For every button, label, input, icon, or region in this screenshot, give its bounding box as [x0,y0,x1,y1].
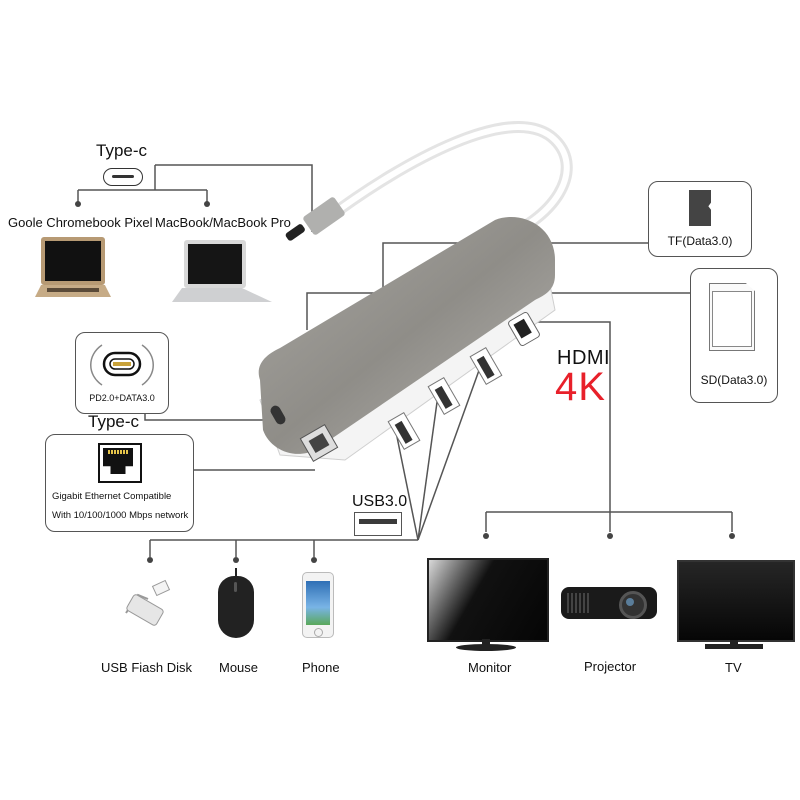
input-type-c-title: Type-c [96,141,148,160]
tf-label: TF(Data3.0) [667,234,733,248]
monitor-icon [427,558,549,652]
sd-card-box: SD(Data3.0) [690,268,778,403]
pd-port-box: PD2.0+DATA3.0 [75,332,169,414]
sd-label: SD(Data3.0) [700,373,768,387]
usb-c-reversible-icon [90,344,154,386]
ethernet-line1: Gigabit Ethernet Compatible [52,491,172,502]
device-label-monitor: Monitor [468,660,512,675]
device-label-projector: Projector [584,659,637,674]
device-label-tv: TV [725,660,742,675]
laptop-icon [172,240,277,308]
microsd-card-icon [689,190,711,226]
projector-icon [561,583,659,625]
device-label-macbook: MacBook/MacBook Pro [155,215,291,230]
device-label-chromebook: Goole Chromebook Pixel [8,215,153,230]
pd-caption: PD2.0+DATA3.0 [89,393,155,403]
tv-icon [677,560,795,652]
hdmi-4k-badge: 4K [555,365,606,409]
usb3-title: USB3.0 [352,493,408,510]
sd-card-icon [709,283,755,351]
device-label-phone: Phone [302,660,340,675]
ethernet-box: Gigabit Ethernet Compatible With 10/100/… [45,434,194,532]
laptop-icon [35,237,115,307]
usb-a-port-icon [354,512,402,536]
usb-c-port-icon [103,168,143,186]
ethernet-line2: With 10/100/1000 Mbps network [52,510,189,521]
mouse-icon [215,568,257,640]
pd-type-c-title: Type-c [88,412,140,431]
hdmi-title: HDMI [557,347,611,369]
device-label-mouse: Mouse [219,660,259,675]
usb-c-hub-device [255,110,585,480]
tf-card-box: TF(Data3.0) [648,181,752,257]
rj45-port-icon [98,443,142,483]
usb-flash-disk-icon [118,575,178,630]
device-label-usb-flash-disk: USB Fiash Disk [101,660,193,675]
phone-icon [302,572,334,638]
